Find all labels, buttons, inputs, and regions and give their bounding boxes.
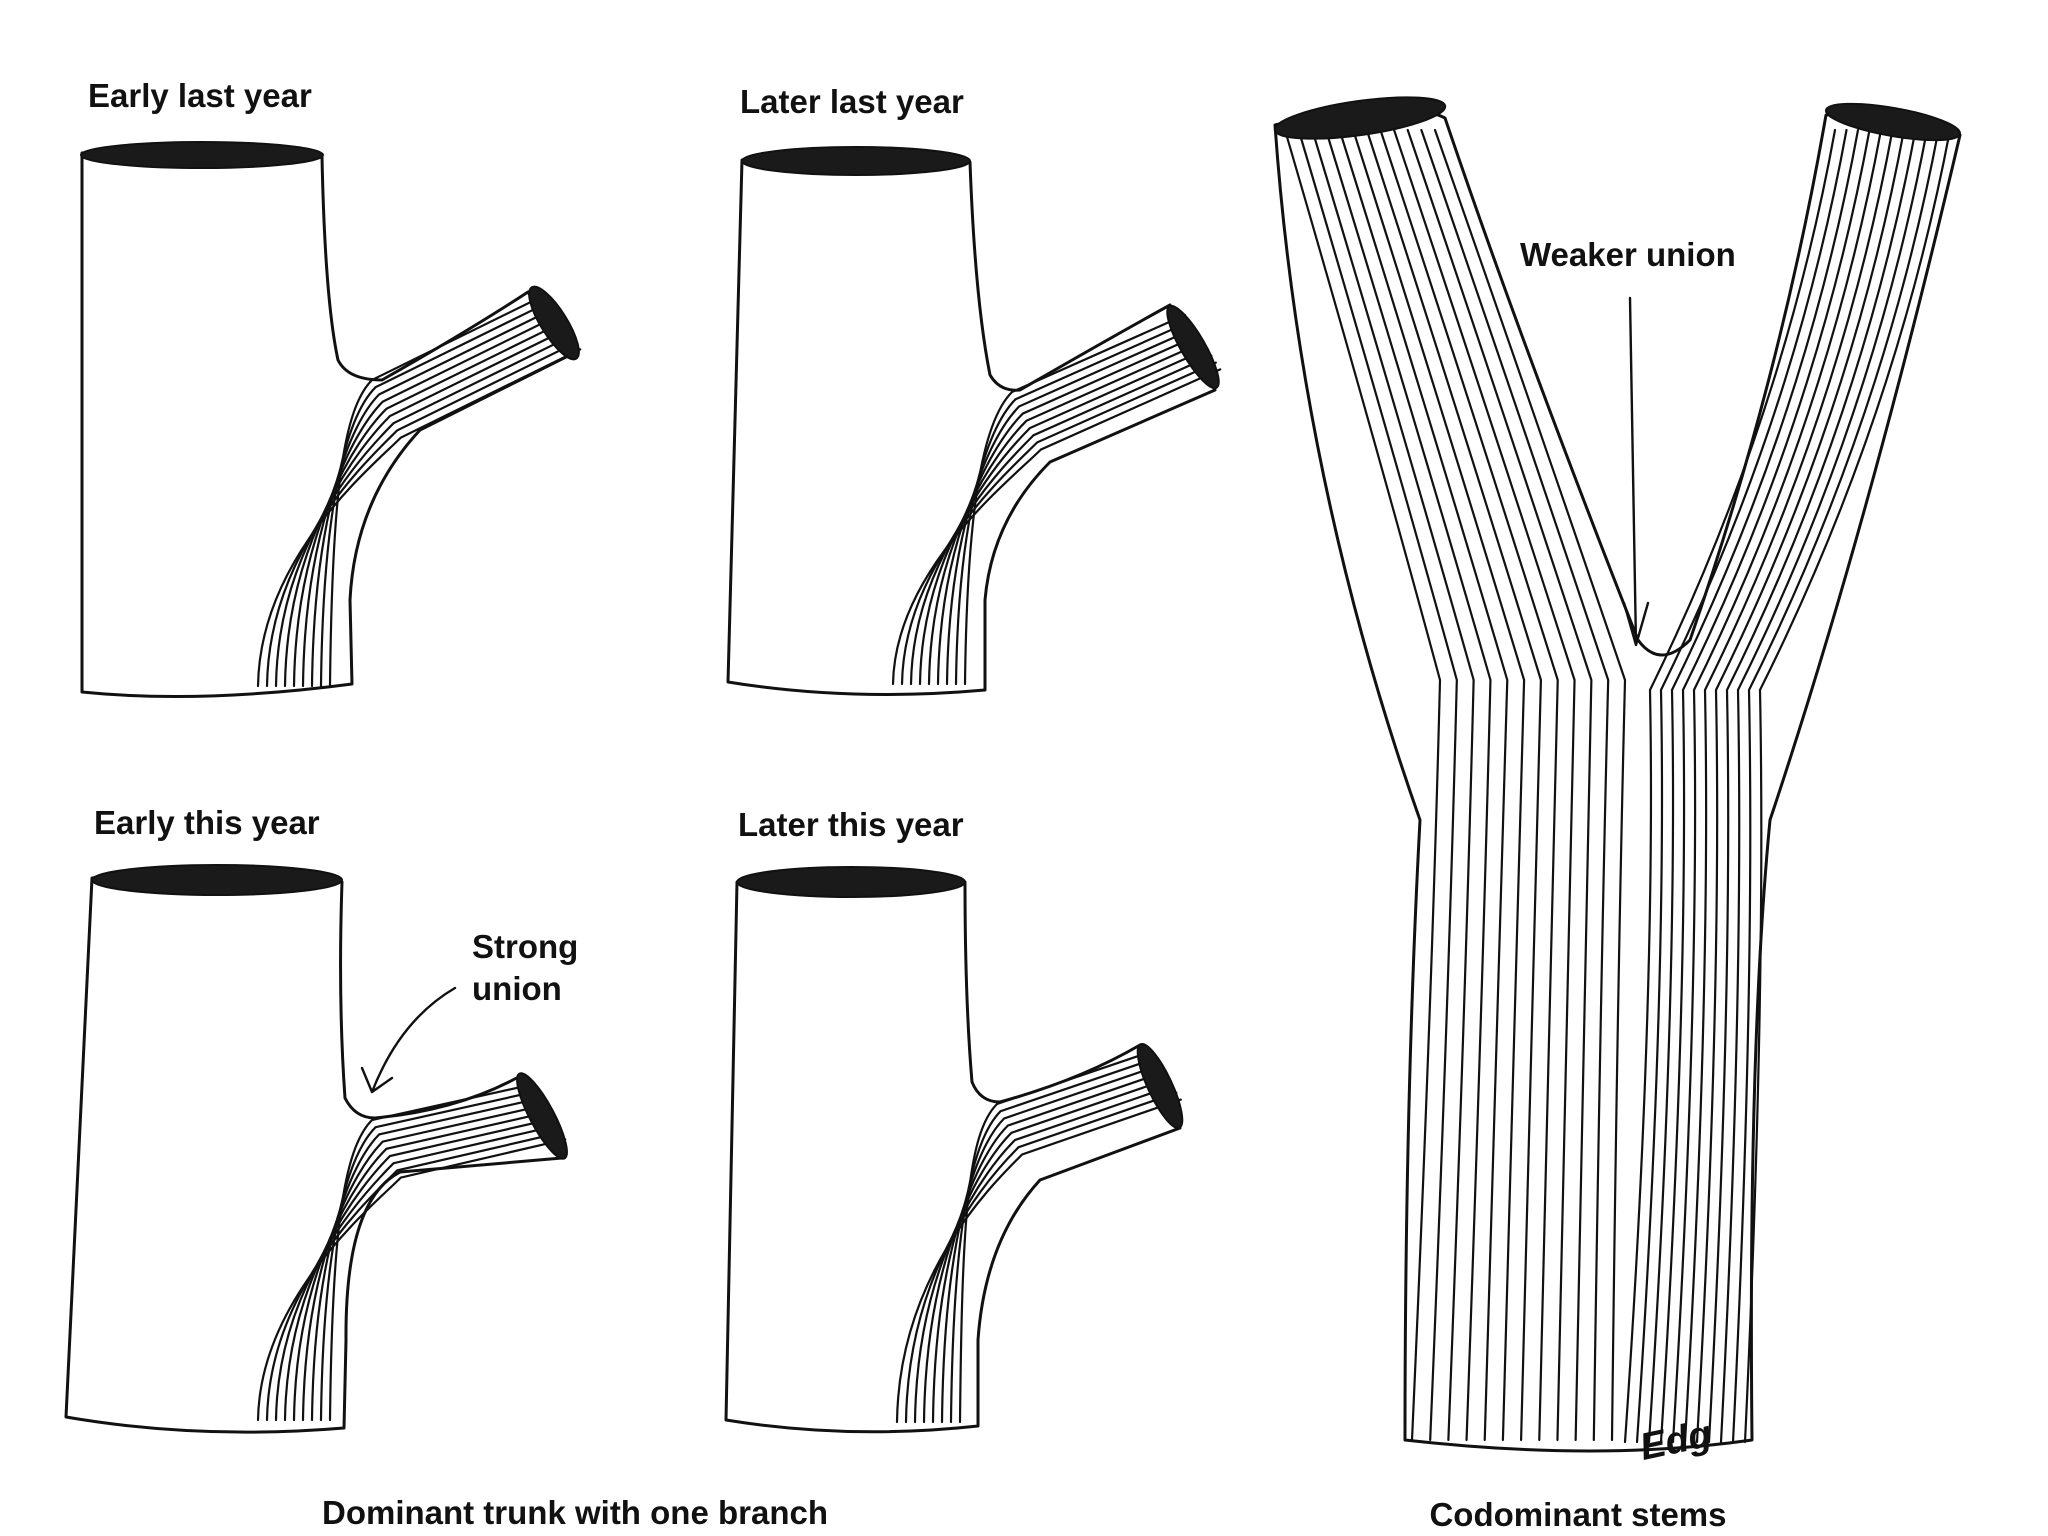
weaker-union-arrow (1624, 298, 1648, 645)
caption-dominant-trunk: Dominant trunk with one branch (322, 1494, 828, 1531)
strong-union-label-line-2: union (472, 970, 562, 1007)
panel-label-early-this-year: Early this year (94, 804, 320, 841)
panel-early-last-year: Early last year (81, 77, 587, 697)
panel-later-this-year: Later this year (726, 806, 1190, 1432)
panel-early-this-year: Early this year Strong union (66, 804, 578, 1432)
trunk-cut-face (92, 865, 342, 895)
strong-union-arrow (362, 988, 455, 1092)
weaker-union-label: Weaker union (1520, 236, 1736, 273)
panel-label-later-this-year: Later this year (738, 806, 964, 843)
trunk-outline (728, 153, 1215, 694)
panel-later-last-year: Later last year (728, 83, 1227, 695)
caption-codominant-stems: Codominant stems (1429, 1496, 1726, 1533)
codominant-outline (1275, 108, 1960, 1451)
strong-union-label-line-1: Strong (472, 928, 578, 965)
trunk-cut-face (742, 147, 970, 175)
trunk-outline (82, 149, 570, 697)
panel-codominant-stems: Weaker union Edg (1272, 89, 1962, 1469)
panel-label-later-last-year: Later last year (740, 83, 964, 120)
panel-label-early-last-year: Early last year (88, 77, 312, 114)
trunk-cut-face (81, 142, 323, 168)
trunk-cut-face (737, 867, 965, 897)
